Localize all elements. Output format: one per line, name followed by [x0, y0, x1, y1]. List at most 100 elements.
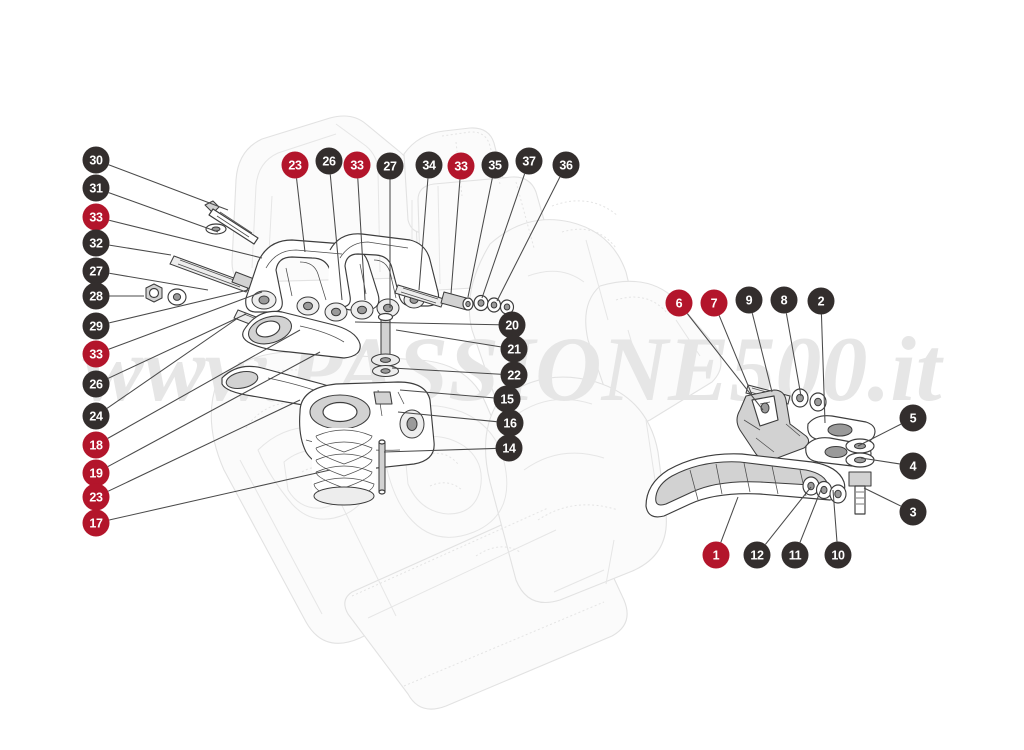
badge-number: 21	[507, 343, 521, 357]
badge-number: 35	[488, 159, 502, 173]
badge-circle	[82, 174, 110, 202]
leader-line-2	[820, 314, 826, 424]
leader-line-12	[764, 486, 812, 545]
support-arm-1	[645, 453, 846, 518]
badge-number: 33	[89, 211, 103, 225]
badge-circle	[415, 151, 443, 179]
badge-number: 17	[89, 517, 103, 531]
callout-badge-33[interactable]: 33	[343, 151, 371, 179]
leader-line-33	[108, 219, 263, 259]
callout-badge-23[interactable]: 23	[82, 483, 110, 511]
callout-badge-10[interactable]: 10	[824, 541, 852, 569]
callout-badge-21[interactable]: 21	[500, 335, 528, 363]
callout-badge-37[interactable]: 37	[515, 147, 543, 175]
callout-badge-19[interactable]: 19	[82, 459, 110, 487]
leader-line-23	[296, 178, 306, 253]
badge-number: 19	[89, 467, 103, 481]
badge-circle	[515, 147, 543, 175]
badge-number: 30	[89, 154, 103, 168]
callout-badge-22[interactable]: 22	[500, 361, 528, 389]
callout-badge-23[interactable]: 23	[281, 151, 309, 179]
badge-circle	[824, 541, 852, 569]
callout-badge-28[interactable]: 28	[82, 282, 110, 310]
leader-line-5	[857, 423, 902, 447]
sleeve-33	[440, 291, 474, 311]
callout-badge-12[interactable]: 12	[743, 541, 771, 569]
leader-line-33	[357, 178, 366, 301]
badge-number: 31	[89, 182, 103, 196]
leader-line-9	[751, 312, 773, 393]
callout-badge-9[interactable]: 9	[735, 286, 763, 314]
badge-number: 36	[559, 159, 573, 173]
callout-badge-27[interactable]: 27	[376, 152, 404, 180]
badge-number: 22	[507, 369, 521, 383]
nut-hex-28	[145, 283, 163, 303]
badge-circle	[493, 385, 521, 413]
badge-number: 23	[89, 491, 103, 505]
badge-circle	[82, 340, 110, 368]
callout-badge-17[interactable]: 17	[82, 509, 110, 537]
callout-badge-24[interactable]: 24	[82, 402, 110, 430]
stud-34	[394, 284, 445, 308]
callout-badge-4[interactable]: 4	[899, 452, 927, 480]
callout-badge-6[interactable]: 6	[665, 289, 693, 317]
callout-badge-27[interactable]: 27	[82, 257, 110, 285]
badge-circle	[82, 402, 110, 430]
exhaust-manifold-assembly	[145, 200, 515, 342]
leader-line-11	[799, 486, 823, 543]
leader-line-8	[785, 313, 802, 397]
badge-number: 24	[89, 410, 103, 424]
callout-badge-34[interactable]: 34	[415, 151, 443, 179]
badge-circle	[343, 151, 371, 179]
leader-line-36	[496, 176, 561, 302]
callout-badge-36[interactable]: 36	[552, 151, 580, 179]
callout-badge-33[interactable]: 33	[82, 203, 110, 231]
leader-line-19	[107, 351, 321, 468]
badge-number: 33	[89, 348, 103, 362]
nut-right-small	[809, 392, 827, 412]
badge-number: 27	[383, 160, 397, 174]
callout-badge-14[interactable]: 14	[495, 434, 523, 462]
badge-number: 6	[676, 297, 683, 311]
badge-circle	[481, 151, 509, 179]
callout-badge-31[interactable]: 31	[82, 174, 110, 202]
callout-badge-5[interactable]: 5	[899, 404, 927, 432]
callout-badge-30[interactable]: 30	[82, 146, 110, 174]
callout-badge-20[interactable]: 20	[498, 311, 526, 339]
callout-badge-7[interactable]: 7	[700, 289, 728, 317]
callout-badge-33[interactable]: 33	[447, 152, 475, 180]
callout-badge-26[interactable]: 26	[82, 370, 110, 398]
badge-number: 37	[522, 155, 536, 169]
callout-badge-35[interactable]: 35	[481, 151, 509, 179]
badge-circle	[82, 431, 110, 459]
callout-badge-32[interactable]: 32	[82, 229, 110, 257]
callout-badge-1[interactable]: 1	[702, 541, 730, 569]
callout-badge-18[interactable]: 18	[82, 431, 110, 459]
badge-circle	[82, 229, 110, 257]
callout-badge-8[interactable]: 8	[770, 286, 798, 314]
callout-badge-3[interactable]: 3	[899, 498, 927, 526]
badge-number: 14	[502, 442, 516, 456]
badge-number: 1	[713, 549, 720, 563]
washer-35	[473, 294, 489, 312]
nut-36	[499, 299, 515, 315]
badge-circle	[735, 286, 763, 314]
leader-line-26	[329, 174, 343, 301]
leader-line-24	[106, 317, 239, 409]
callout-badge-11[interactable]: 11	[781, 541, 809, 569]
badge-circle	[82, 483, 110, 511]
badge-number: 18	[89, 439, 103, 453]
exhaust-manifold-body	[245, 233, 440, 322]
badge-circle	[82, 203, 110, 231]
callout-badge-2[interactable]: 2	[807, 287, 835, 315]
callout-badge-33[interactable]: 33	[82, 340, 110, 368]
callout-badge-29[interactable]: 29	[82, 312, 110, 340]
badge-number: 26	[89, 378, 103, 392]
callout-badge-26[interactable]: 26	[315, 147, 343, 175]
badge-circle	[702, 541, 730, 569]
callout-badge-15[interactable]: 15	[493, 385, 521, 413]
callout-badge-16[interactable]: 16	[496, 409, 524, 437]
